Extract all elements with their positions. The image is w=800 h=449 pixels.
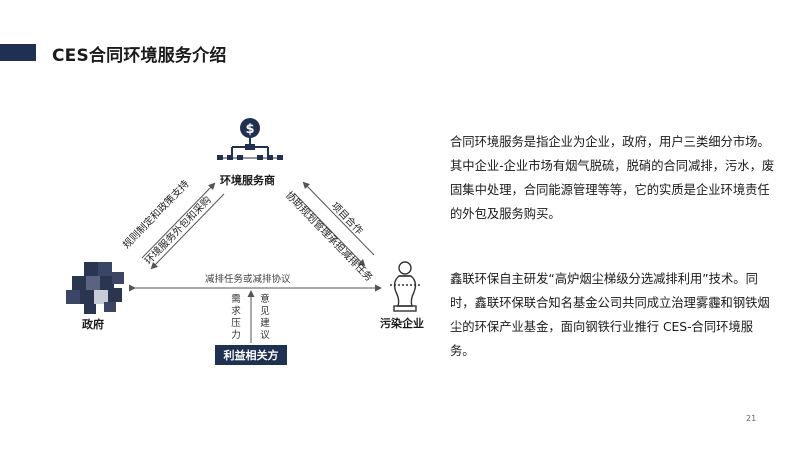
arrow-gov-provider-outer [141,182,216,259]
page-number: 21 [746,414,757,423]
money-org-icon: $ [217,118,283,160]
node-provider-label: 环境服务商 [220,174,275,187]
edge-stake-demand-label: 需求压力 [231,294,241,341]
title-accent-bar [0,44,36,61]
page-title: CES合同环境服务介绍 [52,46,227,66]
description-paragraph-2: 鑫联环保自主研发“高炉烟尘梯级分选减排利用”技术。同时，鑫联环保联合知名基金公司… [450,272,770,358]
svg-text:$: $ [245,122,254,137]
cubes-icon [66,262,124,314]
node-enterprise-label: 污染企业 [380,317,424,330]
node-stakeholder-box: 利益相关方 [215,345,287,365]
chess-pawn-icon [390,261,420,312]
arrow-gov-provider-inner [150,193,225,270]
edge-stake-advice-label: 意见建议 [260,294,270,341]
node-government-label: 政府 [82,318,104,331]
description-paragraph-1: 合同环境服务是指企业为企业，政府，用户三类细分市场。其中企业-企业市场有烟气脱硫… [450,135,775,221]
arrow-provider-ent-inner [293,192,366,267]
arrow-provider-ent-outer [302,181,375,256]
edge-gov-ent-label: 减排任务或减排协议 [205,274,291,285]
